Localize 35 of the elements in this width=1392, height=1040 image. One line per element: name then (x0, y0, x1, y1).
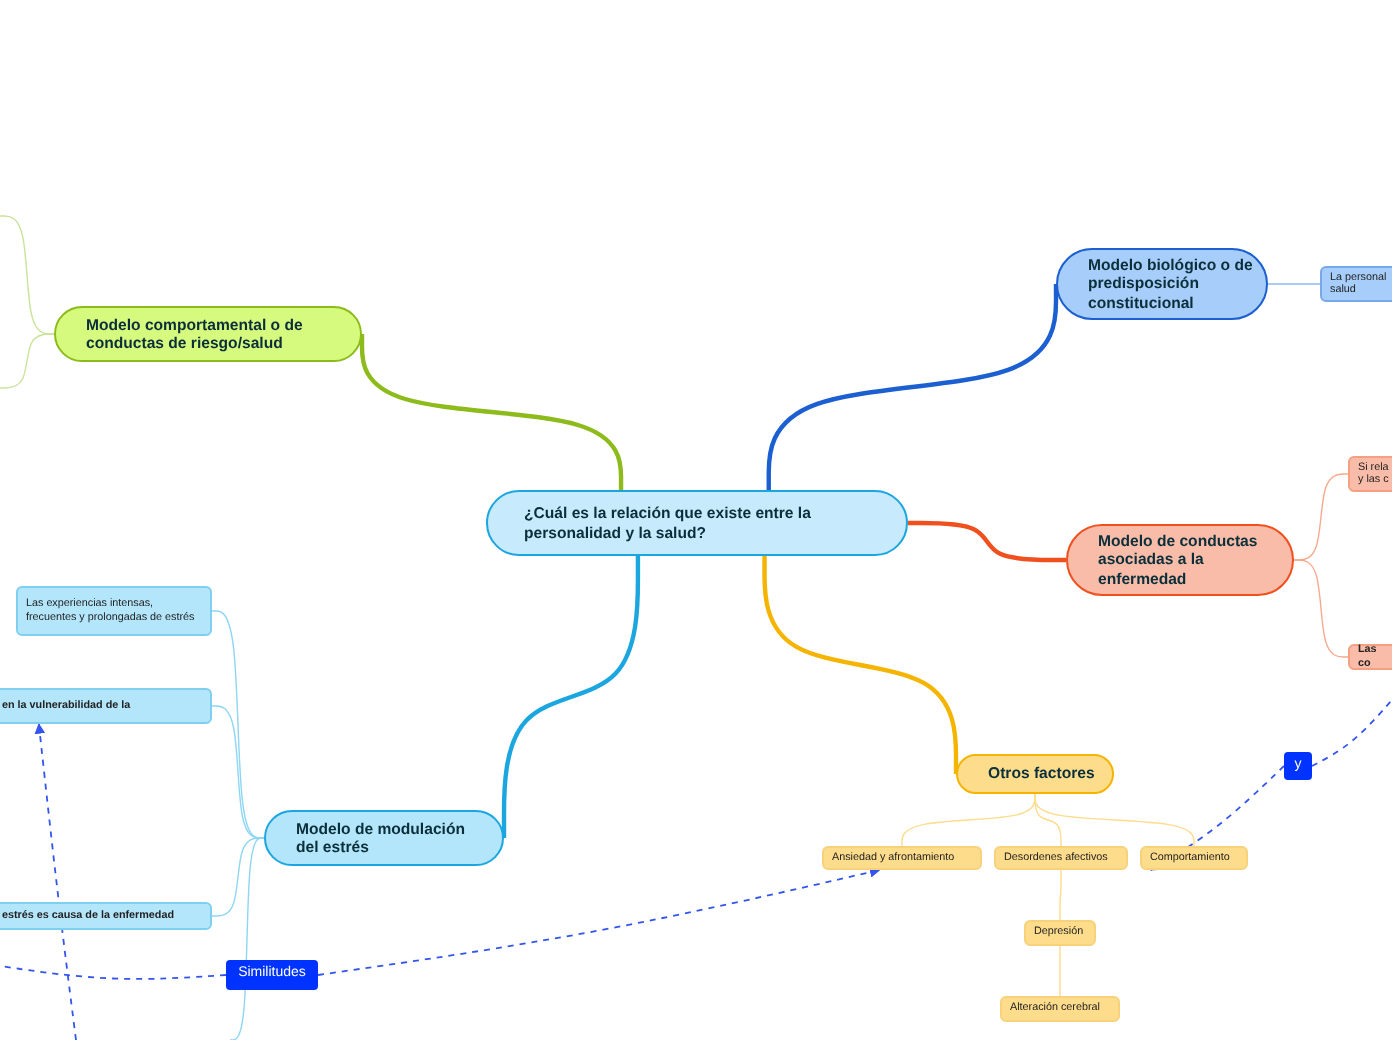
topic-node (1056, 248, 1268, 320)
subtopic-node (1140, 846, 1248, 870)
topic-node (956, 754, 1114, 794)
topic-node (1066, 524, 1294, 596)
connector-line (0, 965, 227, 980)
connector-line (1059, 945, 1061, 997)
connector-line (766, 284, 1059, 490)
connector-line (1293, 559, 1349, 658)
subtopic-node (0, 902, 212, 930)
topic-node (264, 810, 504, 866)
connector-line (1267, 283, 1321, 285)
connector-line (1059, 869, 1062, 921)
connector-line (211, 837, 265, 917)
arrow (317, 866, 881, 976)
connector-line (0, 333, 55, 389)
subtopic-node (1348, 456, 1392, 492)
connector-line (359, 334, 624, 490)
relation-tag (226, 960, 318, 990)
subtopic-node (0, 688, 212, 724)
subtopic-node (994, 846, 1128, 870)
central-topic-node (486, 490, 908, 556)
subtopic-node (16, 586, 212, 636)
connector-line (1311, 699, 1392, 767)
subtopic-node (1024, 920, 1096, 946)
arrow (34, 722, 77, 1040)
connector-line (908, 520, 1066, 563)
subtopic-node (1320, 266, 1392, 302)
connector-line (762, 556, 959, 774)
connector-line (1034, 793, 1195, 847)
connector-line (501, 556, 641, 838)
topic-node (54, 306, 362, 362)
relation-tag (1284, 752, 1312, 780)
subtopic-node (1348, 644, 1392, 670)
subtopic-node (1000, 996, 1120, 1022)
subtopic-node (822, 846, 982, 870)
